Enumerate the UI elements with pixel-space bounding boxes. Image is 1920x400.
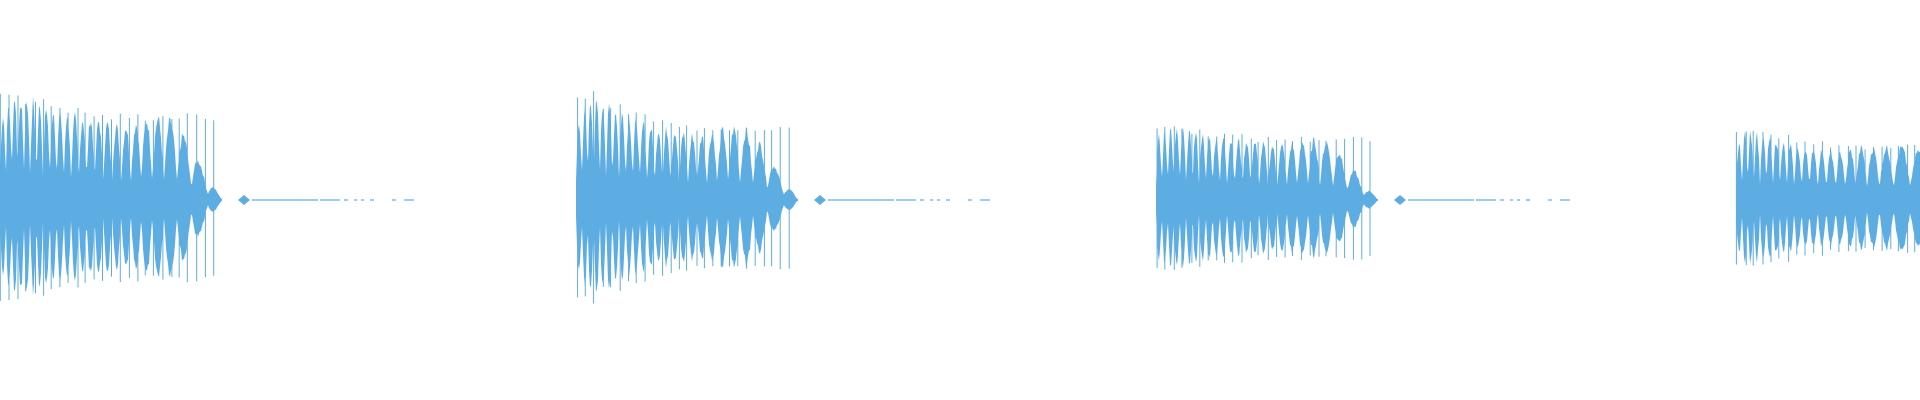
- waveform-burst-4: [1735, 130, 1920, 266]
- burst-4-body: [1736, 130, 1920, 264]
- waveform-burst-1: [0, 93, 414, 301]
- burst-3-body: [1156, 127, 1378, 268]
- burst-3-tail-blip: [1394, 195, 1406, 205]
- burst-2-tail-blip: [814, 195, 826, 205]
- burst-1-tail-blip: [238, 195, 250, 205]
- waveform-burst-2: [576, 91, 990, 304]
- waveform-burst-3: [1156, 126, 1570, 270]
